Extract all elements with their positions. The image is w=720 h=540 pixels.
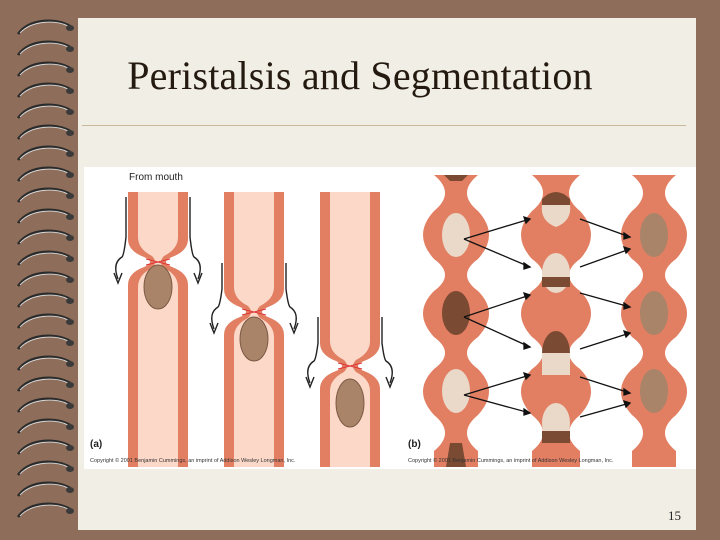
spiral-ring [16, 187, 71, 203]
spiral-ring [16, 61, 71, 77]
spiral-ring [16, 82, 71, 98]
spiral-ring [16, 481, 71, 497]
panel-a-label: (a) [90, 439, 103, 450]
spiral-ring [16, 439, 71, 455]
spiral-binding [16, 19, 74, 518]
spiral-ring [16, 271, 71, 287]
segmentation-tube-1 [423, 175, 489, 467]
segmentation-tube-3 [621, 175, 687, 467]
spiral-ring [16, 166, 71, 182]
peristalsis-tube-1 [113, 192, 203, 467]
spiral-ring [16, 334, 71, 350]
spiral-ring [16, 313, 71, 329]
spiral-ring [16, 418, 71, 434]
food-bolus [239, 316, 269, 362]
spiral-ring [16, 40, 71, 56]
food-bolus [335, 378, 365, 428]
segmentation-tube-2 [521, 175, 591, 467]
peristalsis-tube-2 [209, 192, 299, 467]
spiral-ring [16, 460, 71, 476]
spiral-ring [16, 502, 71, 518]
spiral-ring [16, 19, 71, 35]
title-divider [82, 125, 686, 126]
spiral-ring [16, 208, 71, 224]
spiral-ring [16, 124, 71, 140]
spiral-ring [16, 103, 71, 119]
figure-drawing [113, 175, 687, 467]
spiral-ring [16, 292, 71, 308]
slide-title: Peristalsis and Segmentation [127, 53, 593, 98]
spiral-ring [16, 397, 71, 413]
copyright-b: Copyright © 2001 Benjamin Cummings, an i… [408, 458, 614, 464]
spiral-ring [16, 229, 71, 245]
copyright-a: Copyright © 2001 Benjamin Cummings, an i… [90, 458, 296, 464]
from-mouth-label: From mouth [129, 172, 183, 183]
panel-b-label: (b) [408, 439, 421, 450]
digestion-figure: From mouth (a) (b) Copyright © 2001 Benj… [84, 167, 696, 469]
spiral-ring [16, 145, 71, 161]
page-number: 15 [668, 508, 681, 523]
food-bolus [143, 264, 173, 310]
spiral-ring [16, 376, 71, 392]
spiral-ring [16, 355, 71, 371]
mixing-arrows [463, 215, 632, 418]
peristalsis-tube-3 [305, 192, 395, 467]
spiral-ring [16, 250, 71, 266]
